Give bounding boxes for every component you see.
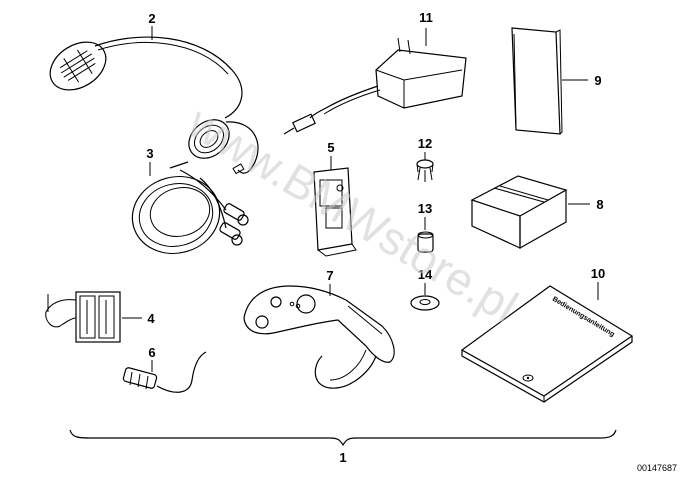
manual-cover-title: Bedienungsanleitung (551, 296, 616, 339)
part-label-8: 8 (596, 197, 603, 212)
mounting-bracket-drawing (313, 167, 357, 257)
part-label-14: 14 (418, 267, 433, 282)
headset-drawing (49, 36, 259, 175)
part-label-5: 5 (327, 140, 334, 155)
booklet-drawing (511, 27, 563, 135)
part-label-4: 4 (147, 311, 155, 326)
diagram-code: 00147687 (637, 463, 677, 473)
plug-clip-drawing (416, 159, 434, 182)
part-label-6: 6 (148, 345, 155, 360)
part-label-1: 1 (339, 450, 346, 465)
part-label-11: 11 (419, 10, 433, 25)
connector-cable-drawing (122, 351, 207, 393)
box-drawing (470, 175, 568, 250)
battery-pack-drawing (45, 291, 121, 343)
watermark-text: www.BMWstore.pl (179, 95, 527, 332)
part-label-2: 2 (148, 11, 155, 26)
handlebar-holder-drawing (243, 285, 395, 389)
rubber-sleeve-drawing (417, 231, 434, 253)
cable-harness-drawing (131, 161, 249, 255)
washer-drawing (410, 295, 440, 311)
part-label-13: 13 (418, 201, 432, 216)
part-label-7: 7 (326, 268, 333, 283)
power-adapter-drawing (283, 37, 467, 135)
part-label-9: 9 (594, 73, 601, 88)
set-bracket (69, 429, 617, 447)
part-label-12: 12 (418, 136, 432, 151)
part-label-10: 10 (591, 266, 605, 281)
part-label-3: 3 (146, 146, 153, 161)
